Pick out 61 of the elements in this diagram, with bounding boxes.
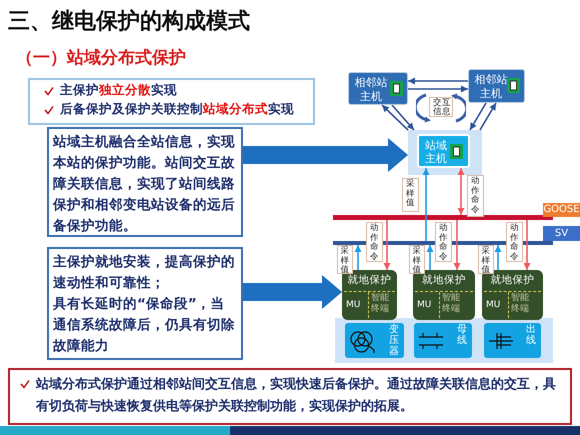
edge-label: 采样值 [337, 245, 353, 274]
paragraph: 具有长延时的“保命段”，当通信系统故障后，仍具有切除故障能力 [53, 295, 236, 356]
host-backdrop [408, 130, 482, 175]
bullet-text: 主保护独立分散实现 [60, 82, 177, 99]
bullet-text: 后备保护及保护关联控制站域分布式实现 [60, 101, 294, 118]
paragraph: 站域主机融合全站信息，实现本站的保护功能。站间交互故障关联信息，实现了站间线路保护和相邻变电站设备的远后备保护功能。 [53, 133, 236, 236]
edge-label: 采样值 [402, 178, 419, 212]
bus-tag: SV [543, 226, 580, 241]
protection-label: 就地保护 [421, 273, 467, 287]
module-label: MU [417, 300, 432, 310]
equipment-label: 母线 [457, 324, 468, 346]
host-box [348, 72, 408, 105]
equipment-backdrop [335, 318, 553, 363]
arrow [426, 245, 434, 270]
arrow [454, 220, 460, 270]
paragraph: 主保护就地安装，提高保护的速动性和可靠性； [53, 253, 236, 293]
edge-label: 动作命令 [435, 222, 452, 262]
module-label: 智能终端 [511, 293, 530, 315]
module-label: MU [486, 300, 500, 310]
summary-text: 站域分布式保护通过相邻站间交互信息，实现快速后备保护。通过故障关联信息的交互，具有切负荷与快速恢复供电等保护关联控制功能，实现保护的拓展。 [36, 376, 557, 416]
host-label: 相邻站主机 [474, 73, 508, 101]
arrow [469, 102, 487, 130]
host-box [468, 69, 525, 103]
equipment-box [345, 323, 404, 358]
protection-label: 就地保护 [490, 274, 536, 287]
equipment-label: 出线 [526, 324, 537, 346]
arrow [408, 86, 468, 92]
summary-box [8, 368, 572, 425]
bus-tag: GOOSE [543, 203, 580, 217]
arrow [524, 220, 530, 270]
arrow [408, 78, 468, 84]
equipment-box [414, 323, 472, 358]
module-label: 智能终端 [442, 293, 461, 315]
block-arrow [243, 275, 342, 309]
arrow [479, 102, 497, 130]
slide-title: 三、继电保护的构成模式 [8, 8, 250, 36]
arrow [384, 220, 390, 270]
equipment-box [484, 323, 541, 358]
edge-label: 动作命令 [366, 222, 383, 262]
module-label: 智能终端 [371, 293, 390, 315]
equipment-label: 变压器 [389, 324, 400, 357]
edge-label: 采样值 [409, 245, 425, 274]
edge-label: 动作命令 [506, 222, 523, 262]
arrow [458, 168, 464, 215]
block-arrow [243, 138, 408, 172]
arrow [494, 245, 502, 270]
arrow [391, 104, 415, 131]
arrow [381, 104, 409, 131]
host-label: 相邻站主机 [354, 76, 388, 104]
module-label: MU [346, 300, 360, 310]
host-box [417, 134, 470, 168]
info-label: 交互信息 [432, 99, 452, 117]
arrow [354, 245, 362, 270]
arrow [422, 168, 430, 241]
bullet-box [28, 78, 315, 125]
edge-label: 采样值 [478, 245, 494, 274]
protection-label: 就地保护 [346, 274, 392, 287]
edge-label: 动作命令 [467, 175, 484, 217]
text-box [47, 247, 243, 360]
host-label: 站域主机 [424, 139, 448, 165]
section-heading: （一）站域分布式保护 [16, 47, 186, 69]
